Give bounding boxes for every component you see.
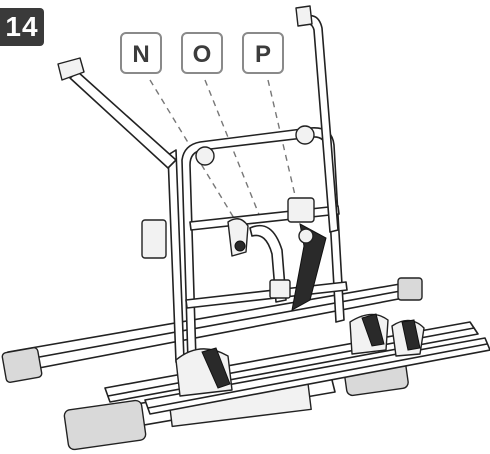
leader-line-n	[149, 79, 241, 229]
clamp-o	[249, 224, 291, 303]
clamp-p	[287, 197, 327, 311]
leader-line-p	[267, 79, 299, 209]
leader-line-o	[204, 79, 263, 223]
step-number-badge: 14	[0, 8, 44, 46]
callout-n: N	[120, 32, 162, 74]
leader-lines	[149, 79, 299, 229]
right-folding-arm	[295, 5, 339, 233]
callout-o: O	[181, 32, 223, 74]
wheel-holders	[175, 313, 425, 397]
clamp-n	[227, 218, 249, 257]
left-folding-arm	[57, 57, 177, 169]
callout-p: P	[242, 32, 284, 74]
